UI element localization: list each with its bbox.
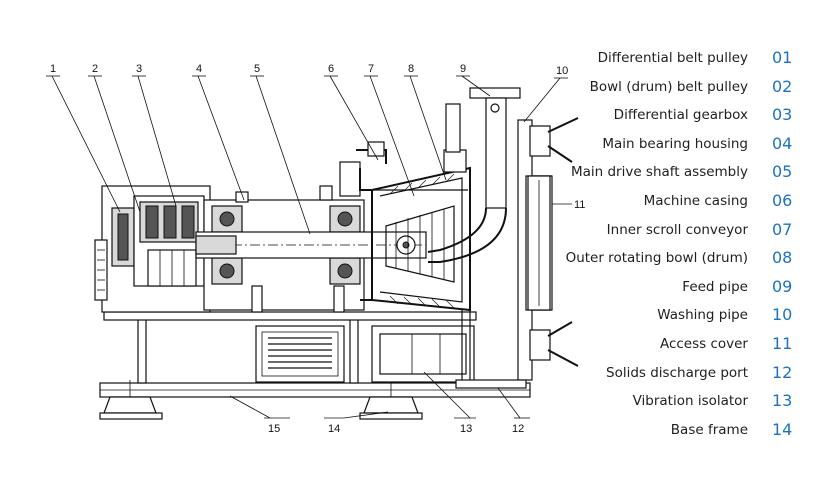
- legend-number: 14: [772, 419, 793, 439]
- callout-15: 15: [268, 423, 280, 435]
- legend-number: 05: [772, 162, 793, 182]
- legend-label: Solids discharge port: [606, 364, 748, 381]
- callout-5: 5: [254, 63, 260, 75]
- legend-number: 11: [772, 334, 793, 353]
- legend-label: Inner scroll conveyor: [606, 221, 748, 238]
- main-drive-shaft-assembly: [195, 231, 427, 259]
- legend-label: Outer rotating bowl (drum): [565, 250, 748, 267]
- callout-12: 12: [512, 423, 524, 435]
- inner-scroll-conveyor: [385, 205, 455, 283]
- feed-pipe: [427, 87, 521, 263]
- callout-10: 10: [556, 65, 568, 77]
- legend-number: 06: [772, 191, 793, 210]
- louvered-panel: [255, 325, 345, 383]
- legend-number: 04: [772, 133, 793, 153]
- legend-item: Bowl (drum) belt pulley 02: [560, 73, 820, 101]
- base-frame: [99, 311, 531, 398]
- access-cover: [527, 175, 551, 311]
- callout-8: 8: [408, 63, 414, 75]
- callout-14: 14: [328, 423, 340, 435]
- legend-label: Main drive shaft assembly: [570, 164, 748, 181]
- legend-item: Base frame 14: [560, 416, 820, 444]
- legend-number: 09: [772, 276, 793, 296]
- legend-item: Main bearing housing 04: [560, 130, 820, 158]
- legend-number: 01: [772, 48, 793, 67]
- legend-item: Inner scroll conveyor 07: [560, 216, 820, 244]
- legend-item: Feed pipe 09: [560, 273, 820, 301]
- callout-numbers: 1 2 3 4 5 6 7 8 9 10 11 12 13 14 15: [50, 63, 585, 435]
- machine-casing: [339, 141, 468, 301]
- legend-label: Washing pipe: [657, 307, 748, 324]
- legend-label: Feed pipe: [682, 278, 748, 295]
- callout-6: 6: [328, 63, 334, 75]
- legend-item: Differential gearbox 03: [560, 101, 820, 129]
- legend-number: 08: [772, 248, 793, 268]
- legend-label: Base frame: [670, 421, 748, 438]
- legend-number: 13: [772, 391, 793, 411]
- solids-discharge-port: [371, 310, 527, 389]
- legend-item: Machine casing 06: [560, 187, 820, 215]
- legend-number: 02: [772, 76, 793, 96]
- legend-item: Vibration isolator 13: [560, 387, 820, 415]
- outer-rotating-bowl: [371, 103, 471, 312]
- leader-lines: [46, 75, 572, 419]
- legend-number: 03: [772, 105, 793, 125]
- callout-7: 7: [368, 63, 374, 75]
- legend-label: Bowl (drum) belt pulley: [589, 78, 748, 95]
- differential-gearbox: [133, 195, 205, 287]
- legend-number: 10: [772, 305, 793, 325]
- callout-2: 2: [92, 63, 98, 75]
- callout-11: 11: [574, 199, 585, 211]
- legend-label: Main bearing housing: [602, 135, 748, 152]
- legend-item: Solids discharge port 12: [560, 359, 820, 387]
- callout-3: 3: [136, 63, 142, 75]
- legend-item: Main drive shaft assembly 05: [560, 158, 820, 186]
- callout-1: 1: [50, 63, 56, 75]
- callout-9: 9: [460, 63, 466, 75]
- legend-label: Machine casing: [643, 193, 748, 209]
- callout-4: 4: [196, 63, 202, 75]
- legend-item: Washing pipe 10: [560, 301, 820, 329]
- legend-item: Outer rotating bowl (drum) 08: [560, 244, 820, 272]
- legend-label: Differential gearbox: [613, 107, 748, 124]
- legend-label: Vibration isolator: [632, 393, 748, 410]
- legend-label: Access cover: [659, 336, 748, 352]
- legend-item: Differential belt pulley 01: [560, 44, 820, 72]
- callout-13: 13: [460, 423, 472, 435]
- vibration-isolator-left: [99, 380, 163, 420]
- legend-number: 07: [772, 219, 793, 239]
- legend-item: Access cover 11: [560, 330, 820, 358]
- legend-number: 12: [772, 362, 793, 382]
- legend-label: Differential belt pulley: [597, 50, 748, 66]
